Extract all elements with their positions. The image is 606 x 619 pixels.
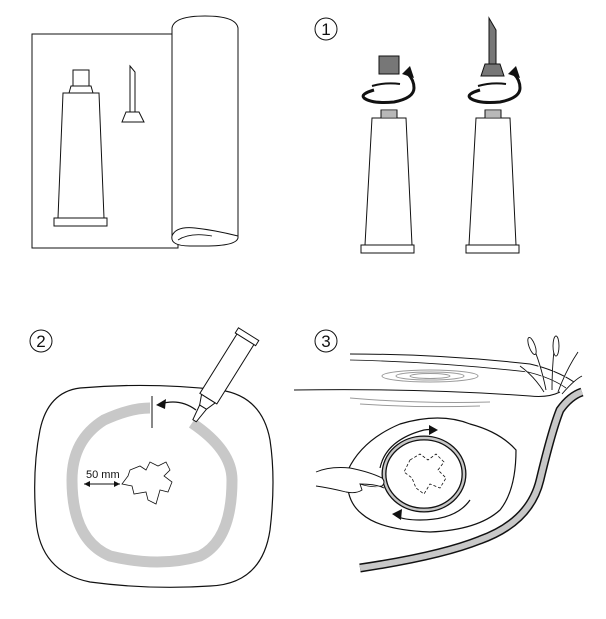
hand-icon bbox=[315, 467, 385, 494]
tear-hole-dashed bbox=[403, 453, 447, 495]
step-1-number: 1 bbox=[321, 20, 330, 39]
nozzle-gray bbox=[488, 16, 497, 65]
rotate-arrow-icon bbox=[361, 72, 416, 104]
pond-bank-top bbox=[349, 353, 575, 383]
glue-tube bbox=[53, 69, 108, 227]
cap bbox=[378, 55, 400, 75]
margin-dimension: 50 mm bbox=[84, 469, 120, 487]
tube-cap-removal bbox=[360, 55, 416, 254]
step-3-badge: 3 bbox=[314, 329, 338, 353]
reeds-icon bbox=[519, 335, 583, 395]
kit-contents-panel bbox=[31, 15, 239, 249]
tube-nozzle-attach bbox=[465, 16, 522, 254]
margin-label: 50 mm bbox=[86, 469, 120, 481]
press-arrow-bottom bbox=[395, 499, 471, 521]
step-2-number: 2 bbox=[36, 332, 45, 351]
rotate-arrow-icon bbox=[467, 72, 522, 104]
step-2-panel: 2 50 mm bbox=[29, 327, 274, 588]
step-1-panel: 1 bbox=[314, 16, 522, 254]
liner-roll bbox=[171, 15, 239, 247]
adhesive-ring bbox=[66, 402, 238, 568]
tear-hole bbox=[121, 461, 173, 505]
liner-sheet bbox=[31, 33, 179, 249]
step-2-badge: 2 bbox=[29, 329, 53, 353]
step-3-panel: 3 bbox=[293, 329, 584, 573]
step-1-badge: 1 bbox=[314, 17, 338, 41]
nozzle bbox=[121, 64, 145, 123]
patch-applied bbox=[346, 417, 517, 533]
step-3-number: 3 bbox=[321, 332, 330, 351]
glue-tube-applying bbox=[192, 327, 260, 423]
pond-surface bbox=[293, 389, 561, 397]
water-ripples bbox=[349, 369, 491, 408]
